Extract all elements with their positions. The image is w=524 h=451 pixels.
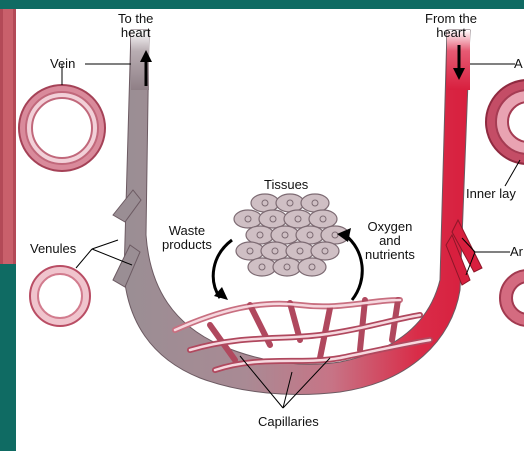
from-heart-label: From the heart <box>425 12 477 40</box>
inner-layer-label: Inner lay <box>466 187 516 201</box>
venules-label: Venules <box>30 242 76 256</box>
artery-cross-section <box>486 80 524 164</box>
artery-label: A <box>514 57 523 71</box>
to-heart-label: To the heart <box>118 12 153 40</box>
tissues-label: Tissues <box>264 178 308 192</box>
waste-products-label: Waste products <box>162 224 212 252</box>
venule-cross-section <box>30 266 90 326</box>
oxygen-nutrients-label: Oxygen and nutrients <box>365 220 415 262</box>
arteriole-cross-section <box>500 270 524 326</box>
vein-label: Vein <box>50 57 75 71</box>
arterioles-label: Ar <box>510 245 523 259</box>
capillaries-label: Capillaries <box>258 415 319 429</box>
vein-cross-section <box>19 85 105 171</box>
